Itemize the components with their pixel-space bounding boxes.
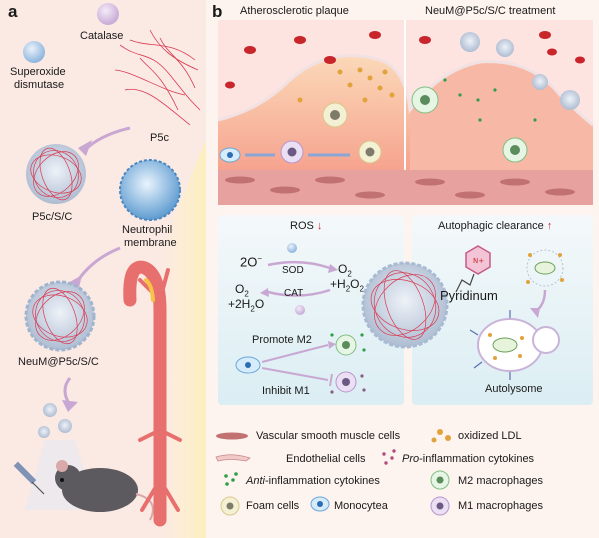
sod-enzyme-label: SOD — [282, 265, 304, 276]
neutrophil-label-line2: membrane — [124, 237, 177, 249]
panel-b-label: b — [212, 2, 223, 21]
plaque-region — [218, 55, 410, 170]
o2-result-text: O — [235, 282, 245, 296]
pyridinum-label: Pyridinum — [440, 288, 498, 303]
neum-nanoparticle-icon — [24, 280, 96, 352]
aorta-icon — [123, 260, 182, 527]
autophagic-label: Autophagic clearance ↑ — [438, 220, 552, 232]
red-blood-cells — [225, 31, 585, 89]
superoxide-text: 2O — [240, 254, 258, 270]
legend-monocytea: Monocytea — [334, 500, 388, 512]
up-arrow-icon: ↑ — [546, 220, 553, 232]
legend-pro-prefix: Pro — [402, 453, 420, 465]
superoxide-charge: − — [257, 254, 263, 263]
o2-result: O2 — [235, 282, 249, 299]
legend-anti: Anti-inflammation cytokines — [246, 475, 380, 487]
superoxide-term: 2O− — [240, 254, 262, 269]
sod-label-line1: Superoxide — [10, 66, 66, 78]
h2o2-text: +H — [330, 277, 346, 291]
promote-m2-label: Promote M2 — [252, 334, 312, 346]
neutrophil-label-line1: Neutrophil — [122, 224, 173, 236]
p5c-s-c-label: P5c/S/C — [32, 211, 73, 223]
mouse-icon — [55, 460, 154, 521]
o2-product: O2 — [338, 262, 352, 279]
autolysome-label: Autolysome — [485, 383, 543, 395]
h2o-result: +2H2O — [228, 297, 265, 314]
p5c-s-c-nanoparticle-icon — [26, 144, 86, 204]
injected-particles-icon — [38, 403, 72, 438]
neutrophil-membrane-icon — [119, 159, 181, 221]
sod-label-line2: dismutase — [14, 79, 65, 91]
legend-oxldl: oxidized LDL — [458, 430, 522, 442]
catalase-icon — [97, 3, 119, 25]
treatment-title: NeuM@P5c/S/C treatment — [425, 5, 556, 17]
legend-pro-rest: -inflammation cytokines — [419, 453, 535, 465]
legend-m2: M2 macrophages — [458, 475, 543, 487]
central-nanoparticle-icon — [361, 261, 449, 349]
oxidized-ldl-dots — [297, 67, 395, 103]
treated-plaque-region — [410, 61, 593, 170]
ros-text: ROS — [290, 220, 314, 232]
legend-foam: Foam cells — [246, 500, 300, 512]
h2o2-product: +H2O2 — [330, 277, 364, 294]
plaque-title: Atherosclerotic plaque — [240, 5, 349, 17]
legend-vsmc: Vascular smooth muscle cells — [256, 430, 401, 442]
o2-text: O — [338, 262, 348, 276]
vascular-media-layer — [218, 170, 593, 205]
pyridinum-icon — [465, 245, 491, 275]
legend-icons — [215, 429, 451, 516]
legend-endothelial: Endothelial cells — [286, 453, 366, 465]
inhibit-m1-label: Inhibit M1 — [262, 385, 310, 397]
legend-pro: Pro-inflammation cytokines — [402, 453, 534, 465]
neum-label: NeuM@P5c/S/C — [18, 356, 99, 368]
p5c-label: P5c — [150, 132, 169, 144]
panel-a-label: a — [8, 2, 18, 21]
legend-anti-prefix: Anti — [246, 475, 265, 487]
svg-text:N+: N+ — [473, 257, 484, 265]
down-arrow-icon: ↓ — [316, 220, 323, 232]
syringe-icon — [13, 461, 45, 495]
legend-anti-rest: -inflammation cytokines — [264, 475, 380, 487]
catalase-label: Catalase — [80, 30, 124, 42]
legend-m1: M1 macrophages — [458, 500, 543, 512]
h2o-result-text: +2H — [228, 297, 251, 311]
sod-icon — [23, 41, 45, 63]
smooth-muscle-cells — [225, 176, 575, 199]
autophagic-text: Autophagic clearance — [438, 220, 544, 232]
ros-box — [218, 215, 404, 405]
ros-label: ROS ↓ — [290, 220, 322, 232]
cat-enzyme-label: CAT — [284, 288, 304, 299]
p5c-fibers-icon — [114, 29, 201, 126]
